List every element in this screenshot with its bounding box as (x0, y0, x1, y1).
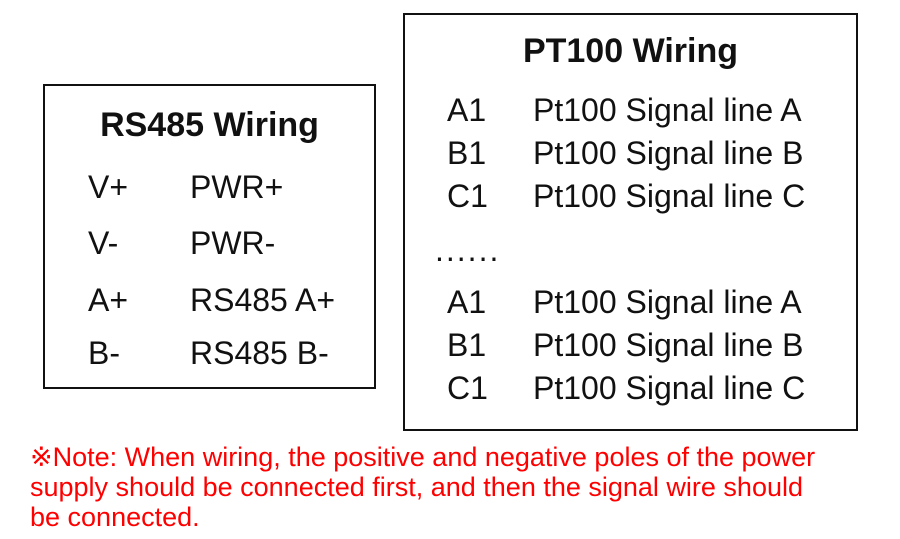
wiring-row: B- RS485 B- (45, 333, 374, 373)
wiring-row: V- PWR- (45, 223, 374, 263)
signal-label: RS485 B- (190, 335, 329, 371)
wiring-row: C1 Pt100 Signal line C (405, 176, 856, 216)
terminal-label: A1 (447, 92, 487, 128)
terminal-label: B- (88, 335, 120, 371)
wiring-row: B1 Pt100 Signal line B (405, 325, 856, 365)
wiring-row: V+ PWR+ (45, 167, 374, 207)
wiring-row: A+ RS485 A+ (45, 280, 374, 320)
pt100-wiring-title: PT100 Wiring (522, 32, 739, 70)
rs485-wiring-title: RS485 Wiring (100, 106, 319, 144)
terminal-label: C1 (447, 178, 488, 214)
wiring-row: B1 Pt100 Signal line B (405, 133, 856, 173)
terminal-label: V- (88, 225, 119, 261)
signal-label: Pt100 Signal line B (533, 135, 804, 171)
terminal-label: A1 (447, 284, 487, 320)
terminal-label: C1 (447, 370, 488, 406)
wiring-row: C1 Pt100 Signal line C (405, 368, 856, 408)
wiring-row: A1 Pt100 Signal line A (405, 90, 856, 130)
note-line: be connected. (30, 502, 200, 532)
note-line: ※Note: When wiring, the positive and neg… (30, 442, 816, 472)
terminal-label: B1 (447, 135, 487, 171)
signal-label: Pt100 Signal line C (533, 178, 806, 214)
note-line: supply should be connected first, and th… (30, 472, 803, 502)
terminal-label: B1 (447, 327, 487, 363)
signal-label: Pt100 Signal line A (533, 284, 802, 320)
terminal-label: V+ (88, 169, 129, 205)
signal-label: PWR- (190, 225, 276, 261)
rs485-wiring-box: RS485 Wiring V+ PWR+ V- PWR- A+ RS485 A+… (43, 84, 376, 389)
signal-label: Pt100 Signal line B (533, 327, 804, 363)
wiring-row: A1 Pt100 Signal line A (405, 282, 856, 322)
terminal-label: A+ (88, 282, 129, 318)
signal-label: Pt100 Signal line A (533, 92, 802, 128)
continuation-ellipsis: ...... (435, 232, 501, 268)
signal-label: RS485 A+ (190, 282, 335, 318)
pt100-wiring-box: PT100 Wiring A1 Pt100 Signal line A B1 P… (403, 13, 858, 431)
signal-label: Pt100 Signal line C (533, 370, 806, 406)
signal-label: PWR+ (190, 169, 284, 205)
wiring-note: ※Note: When wiring, the positive and neg… (30, 442, 815, 532)
